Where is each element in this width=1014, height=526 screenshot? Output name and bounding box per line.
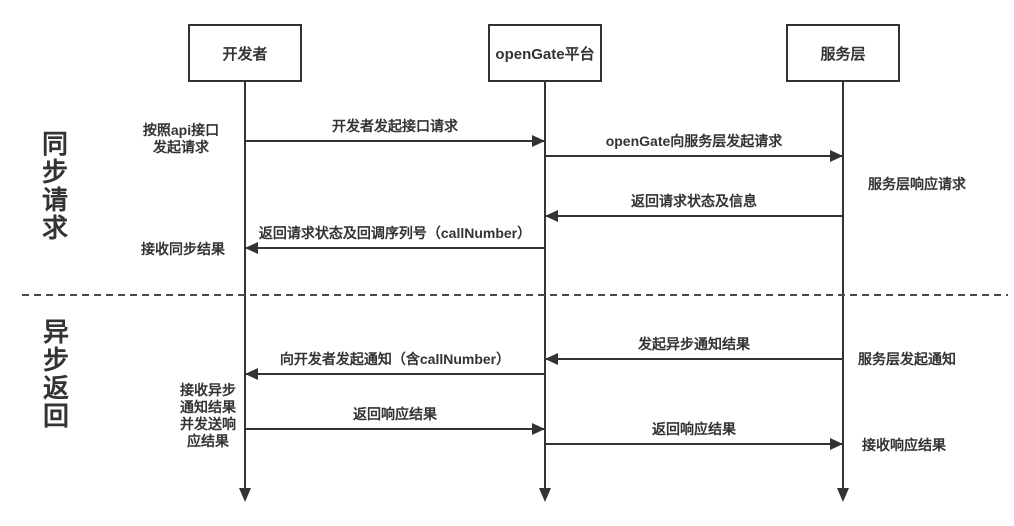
message-label: 开发者发起接口请求	[332, 118, 458, 134]
lifeline-arrow-down-icon	[239, 488, 251, 502]
arrowhead-left-icon	[245, 368, 258, 380]
message-service-async-notify: 发起异步通知结果	[545, 335, 842, 365]
message-line	[246, 135, 545, 147]
actor-box-opengate: openGate平台	[488, 24, 602, 82]
arrowhead-left-icon	[245, 242, 258, 254]
message-line	[546, 438, 843, 450]
message-label: 返回响应结果	[652, 421, 736, 437]
message-service-to-opengate: 返回请求状态及信息	[545, 192, 842, 222]
arrowhead-left-icon	[545, 210, 558, 222]
message-label: 返回响应结果	[353, 406, 437, 422]
message-line	[245, 368, 544, 380]
phase-separator-dashed-line	[22, 294, 1008, 296]
actor-box-developer: 开发者	[188, 24, 302, 82]
note-service-receive-response: 接收响应结果	[862, 437, 946, 453]
arrowhead-right-icon	[830, 150, 843, 162]
lifeline-opengate	[544, 82, 546, 488]
message-label: 返回请求状态及信息	[631, 193, 757, 209]
actor-box-service: 服务层	[786, 24, 900, 82]
lifeline-developer	[244, 82, 246, 488]
message-opengate-notify-dev: 向开发者发起通知（含callNumber）	[245, 350, 544, 380]
note-dev-receive-sync: 接收同步结果	[141, 241, 225, 257]
message-line	[245, 242, 544, 254]
note-dev-send-request: 按照api接口 发起请求	[142, 122, 220, 155]
lifeline-arrow-down-icon	[539, 488, 551, 502]
arrowhead-left-icon	[545, 353, 558, 365]
actor-label-service: 服务层	[820, 45, 866, 63]
message-line	[546, 150, 843, 162]
lifeline-arrow-down-icon	[837, 488, 849, 502]
note-service-notify: 服务层发起通知	[858, 351, 956, 367]
message-line	[246, 423, 545, 435]
message-line	[545, 353, 842, 365]
message-label: 发起异步通知结果	[638, 336, 750, 352]
message-label: 向开发者发起通知（含callNumber）	[279, 351, 511, 367]
section-label-async: 异步返回	[42, 317, 69, 431]
note-dev-receive-async: 接收异步 通知结果 并发送响 应结果	[180, 382, 236, 449]
message-dev-response: 返回响应结果	[246, 405, 545, 435]
message-opengate-to-service: openGate向服务层发起请求	[546, 132, 843, 162]
arrowhead-right-icon	[532, 423, 545, 435]
section-label-sync: 同步请求	[41, 129, 68, 243]
arrowhead-right-icon	[532, 135, 545, 147]
message-opengate-response: 返回响应结果	[546, 420, 843, 450]
message-line	[545, 210, 842, 222]
message-dev-to-opengate: 开发者发起接口请求	[246, 117, 545, 147]
message-label: openGate向服务层发起请求	[605, 133, 783, 149]
actor-label-opengate: openGate平台	[495, 45, 595, 63]
message-opengate-to-dev: 返回请求状态及回调序列号（callNumber）	[245, 224, 544, 254]
message-label: 返回请求状态及回调序列号（callNumber）	[258, 225, 532, 241]
note-service-respond: 服务层响应请求	[868, 176, 966, 192]
arrowhead-right-icon	[830, 438, 843, 450]
lifeline-service	[842, 82, 844, 488]
actor-label-developer: 开发者	[222, 45, 268, 63]
